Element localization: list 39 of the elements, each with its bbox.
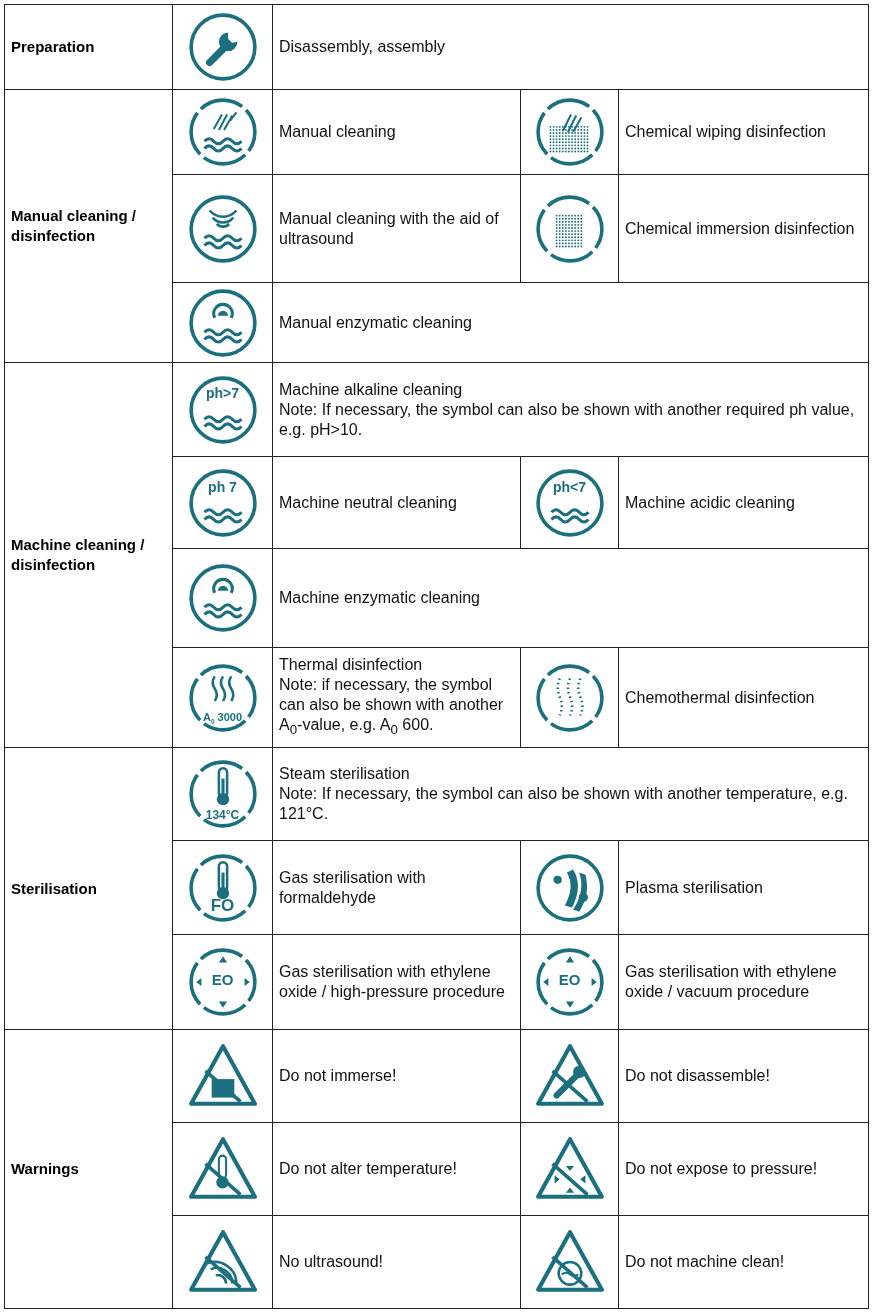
note-text: Note: If necessary, the symbol can also be shown with another temperature, e.g. 121°C. (279, 784, 849, 824)
category-label: Preparation (11, 37, 96, 57)
description-text: Plasma sterilisation (625, 877, 764, 898)
icon-label: ph 7 (207, 479, 238, 495)
icon-label: ph>7 (204, 385, 241, 401)
icon-label: ph<7 (551, 479, 588, 495)
icon-label: 134°C (204, 808, 241, 822)
category-label: Manual cleaning / disinfection (11, 206, 138, 246)
description-text: Machine acidic cleaning (625, 492, 796, 513)
icon-label: A$_{0}$ 3000 (201, 710, 244, 725)
description-text: Disassembly, assembly (279, 37, 446, 57)
description-text: Machine enzymatic cleaning (279, 588, 481, 608)
description-text: Machine alkaline cleaning (279, 379, 464, 400)
description-text: Machine neutral cleaning (279, 492, 458, 513)
description-text: Do not machine clean! (625, 1252, 786, 1272)
description-text: Do not expose to pressure! (625, 1159, 819, 1179)
description-text: Gas sterilisation with ethylene oxide / vacuum procedure (625, 962, 838, 1002)
description-text: Chemothermal disinfection (625, 687, 816, 708)
note-text: Note: if necessary, the symbol can also be shown with another A$_{0}$-value, e.g. A$_{0}$ 600. (279, 674, 505, 740)
icon-label: EO (210, 971, 235, 988)
note-text: Note: If necessary, the symbol can also be shown with another required ph value, e.g. pH>10. (279, 399, 856, 440)
description-text: Do not alter temperature! (279, 1159, 458, 1179)
description-text: Do not disassemble! (625, 1066, 771, 1086)
description-text: Steam sterilisation (279, 764, 411, 784)
description-text: Gas sterilisation with formaldehyde (279, 867, 427, 908)
description-text: Thermal disinfection (279, 654, 424, 675)
description-text: Manual cleaning (279, 122, 397, 142)
icon-label: FO (209, 896, 236, 916)
description-text: Manual cleaning with the aid of ultrasound (279, 208, 500, 249)
category-label: Warnings (11, 1159, 80, 1179)
description-text: Gas sterilisation with ethylene oxide / high-pressure procedure (279, 962, 506, 1002)
description-text: Manual enzymatic cleaning (279, 312, 473, 333)
description-text: Chemical wiping disinfection (625, 122, 827, 142)
category-label: Sterilisation (11, 878, 98, 899)
icon-label: EO (557, 971, 582, 988)
category-label: Machine cleaning / disinfection (11, 535, 146, 575)
description-text: No ultrasound! (279, 1252, 385, 1272)
description-text: Do not immerse! (279, 1066, 398, 1086)
description-text: Chemical immersion disinfection (625, 218, 856, 239)
